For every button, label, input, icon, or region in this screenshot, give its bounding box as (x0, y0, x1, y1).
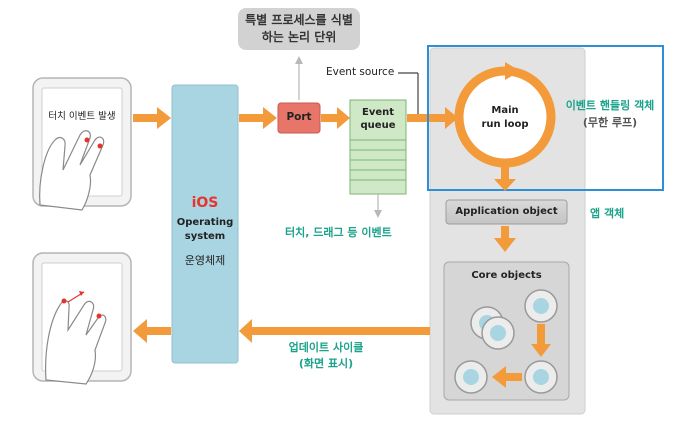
core-disc-2 (481, 316, 515, 350)
port-label: Port (286, 111, 312, 123)
update-cycle-line1: 업데이트 사이클 (288, 341, 364, 354)
event-handling-line2: (무한 루프) (582, 116, 638, 129)
core-disc-4 (524, 360, 558, 394)
queue-line1: Event (361, 107, 395, 118)
arrow-os-to-port (239, 107, 277, 129)
arrow-port-to-queue (321, 107, 350, 129)
arrow-touch-to-os (133, 107, 171, 129)
tooltip-bubble (238, 8, 360, 50)
run-loop-circle (454, 62, 556, 168)
arrow-runloop-to-app (494, 165, 516, 191)
os-korean: 운영체제 (184, 254, 226, 267)
queue-caption: 터치, 드래그 등 이벤트 (285, 226, 392, 239)
tablet-bottom (32, 252, 132, 385)
event-handling-highlight (427, 45, 664, 191)
core-object-discs (454, 289, 558, 394)
tooltip-text: 특별 프로세스를 식별 하는 논리 단위 (238, 12, 360, 46)
app-object-box (445, 199, 568, 225)
event-handling-line1: 이벤트 핸들링 객체 (565, 99, 655, 112)
tooltip-line2: 하는 논리 단위 (261, 30, 337, 44)
arrow-os-to-display (133, 319, 171, 343)
event-source-label: Event source (326, 66, 395, 78)
port-box (277, 102, 321, 134)
update-cycle-label: 업데이트 사이클 (화면 표시) (278, 340, 374, 372)
update-cycle-line2: (화면 표시) (298, 357, 354, 370)
queue-label: Event queue (350, 106, 406, 132)
arrow-update-cycle (239, 319, 430, 343)
tooltip-line1: 특별 프로세스를 식별 (245, 13, 353, 27)
event-handling-label: 이벤트 핸들링 객체 (무한 루프) (556, 97, 664, 131)
event-queue-stack (349, 99, 407, 195)
os-title: iOS (191, 195, 219, 211)
run-loop-line1: Main (491, 105, 519, 116)
run-loop-label: Main run loop (465, 104, 545, 132)
arrow-port-to-tooltip (295, 56, 303, 100)
queue-line2: queue (360, 120, 396, 131)
arrow-app-to-core (494, 226, 516, 252)
core-disc-5 (454, 360, 488, 394)
os-line2: system (184, 231, 226, 242)
run-loop-line2: run loop (481, 119, 529, 130)
queue-down-arrow (374, 194, 382, 218)
core-disc-3 (524, 289, 558, 323)
touch-event-label: 터치 이벤트 발생 (48, 111, 116, 122)
tablet-top (32, 77, 132, 211)
event-source-pointer (398, 72, 419, 116)
core-objects-label: Core objects (471, 270, 542, 281)
os-subtitle: Operating system (172, 216, 238, 244)
app-object-label: Application object (455, 206, 558, 217)
os-line1: Operating (176, 217, 234, 228)
core-inner-arrows (492, 324, 551, 388)
app-object-caption: 앱 객체 (590, 207, 625, 220)
os-box (171, 84, 239, 364)
